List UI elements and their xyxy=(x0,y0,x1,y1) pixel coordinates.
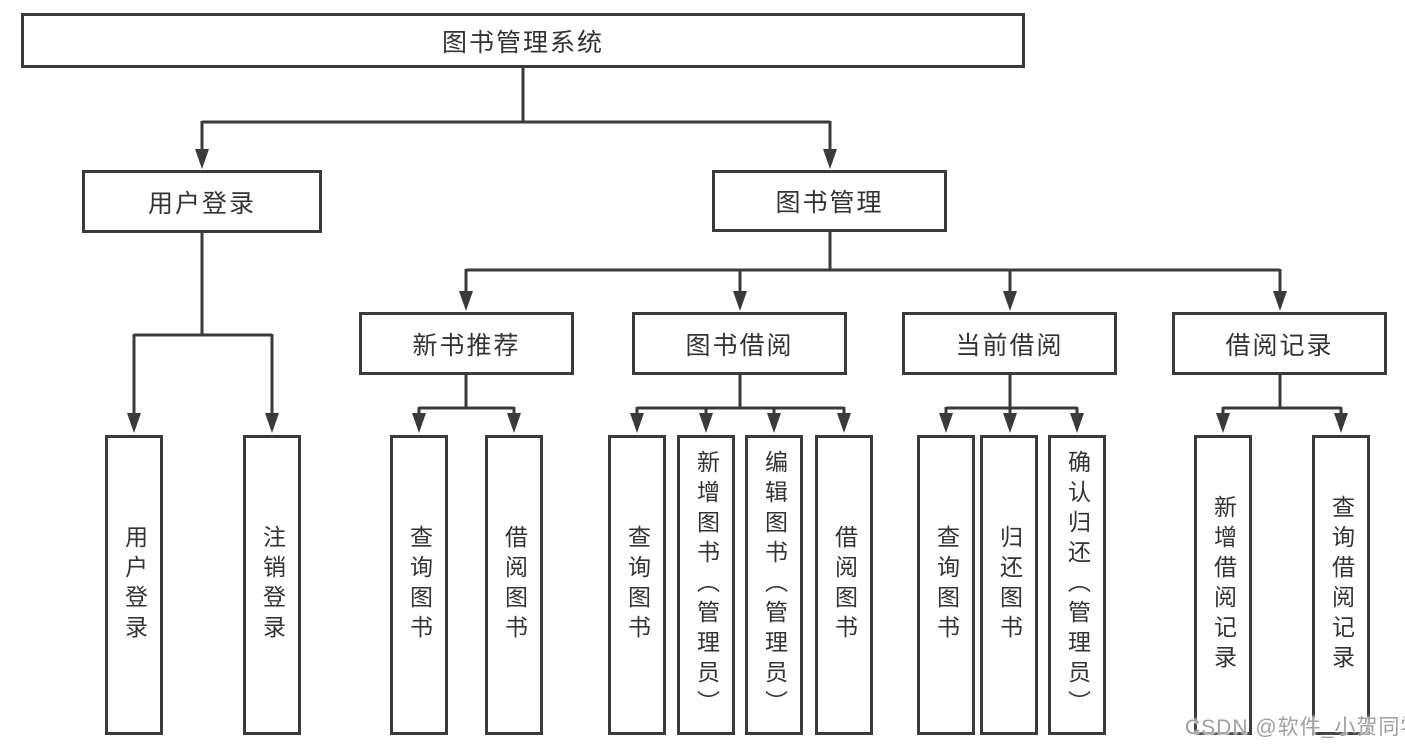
leaf-label: 归还图书 xyxy=(996,525,1023,645)
leaf-logout: 注销登录 xyxy=(243,435,301,735)
connector-book-borrow-group xyxy=(635,375,846,416)
node-label: 借阅记录 xyxy=(1225,331,1334,360)
leaf-label: 新增借阅记录 xyxy=(1210,495,1237,675)
leaf-user-login: 用户登录 xyxy=(105,435,163,735)
node-borrowing-records: 借阅记录 xyxy=(1172,312,1387,375)
leaf-query-books-current: 查询图书 xyxy=(917,435,975,735)
leaf-label: 借阅图书 xyxy=(831,525,858,645)
leaf-label: 确认归还（管理员） xyxy=(1064,450,1091,720)
arrowheads xyxy=(127,149,1348,433)
leaf-label: 查询图书 xyxy=(406,525,433,645)
leaf-label: 编辑图书（管理员） xyxy=(761,450,788,720)
watermark: CSDN @软件_小贺同学 xyxy=(1185,716,1405,739)
node-user-login: 用户登录 xyxy=(82,170,322,233)
node-new-book-recommend: 新书推荐 xyxy=(359,312,574,375)
leaf-return-books: 归还图书 xyxy=(980,435,1038,735)
connector-book-mgmt-group xyxy=(464,232,1282,294)
leaf-edit-books-admin: 编辑图书（管理员） xyxy=(745,435,803,735)
connector-user-login-group xyxy=(132,233,274,416)
node-label: 图书管理系统 xyxy=(441,28,604,57)
node-label: 图书借阅 xyxy=(685,331,794,360)
node-label: 用户登录 xyxy=(147,189,256,218)
node-current-borrowing: 当前借阅 xyxy=(902,312,1117,375)
connector-new-book-group xyxy=(417,375,516,416)
leaf-query-books-borrow: 查询图书 xyxy=(608,435,666,735)
node-label: 图书管理 xyxy=(775,189,884,217)
leaf-borrow-books-recommend: 借阅图书 xyxy=(485,435,543,735)
connector-current-borrow-group xyxy=(944,375,1079,416)
node-book-management: 图书管理 xyxy=(712,170,947,232)
connector-borrow-records-group xyxy=(1221,375,1343,416)
connector-root-to-level2 xyxy=(200,68,832,152)
node-label: 新书推荐 xyxy=(412,331,521,360)
leaf-confirm-return-admin: 确认归还（管理员） xyxy=(1048,435,1106,735)
leaf-label: 用户登录 xyxy=(121,525,148,645)
node-library-management-system: 图书管理系统 xyxy=(21,13,1025,68)
node-book-borrowing: 图书借阅 xyxy=(632,312,847,375)
leaf-label: 查询借阅记录 xyxy=(1328,495,1355,675)
leaf-query-borrow-record: 查询借阅记录 xyxy=(1312,435,1370,735)
node-label: 当前借阅 xyxy=(955,331,1064,360)
leaf-add-books-admin: 新增图书（管理员） xyxy=(677,435,735,735)
leaf-borrow-books: 借阅图书 xyxy=(815,435,873,735)
leaf-label: 借阅图书 xyxy=(501,525,528,645)
leaf-query-books-recommend: 查询图书 xyxy=(390,435,448,735)
leaf-label: 新增图书（管理员） xyxy=(693,450,720,720)
leaf-label: 查询图书 xyxy=(624,525,651,645)
leaf-label: 注销登录 xyxy=(259,525,286,645)
leaf-label: 查询图书 xyxy=(933,525,960,645)
leaf-add-borrow-record: 新增借阅记录 xyxy=(1194,435,1252,735)
